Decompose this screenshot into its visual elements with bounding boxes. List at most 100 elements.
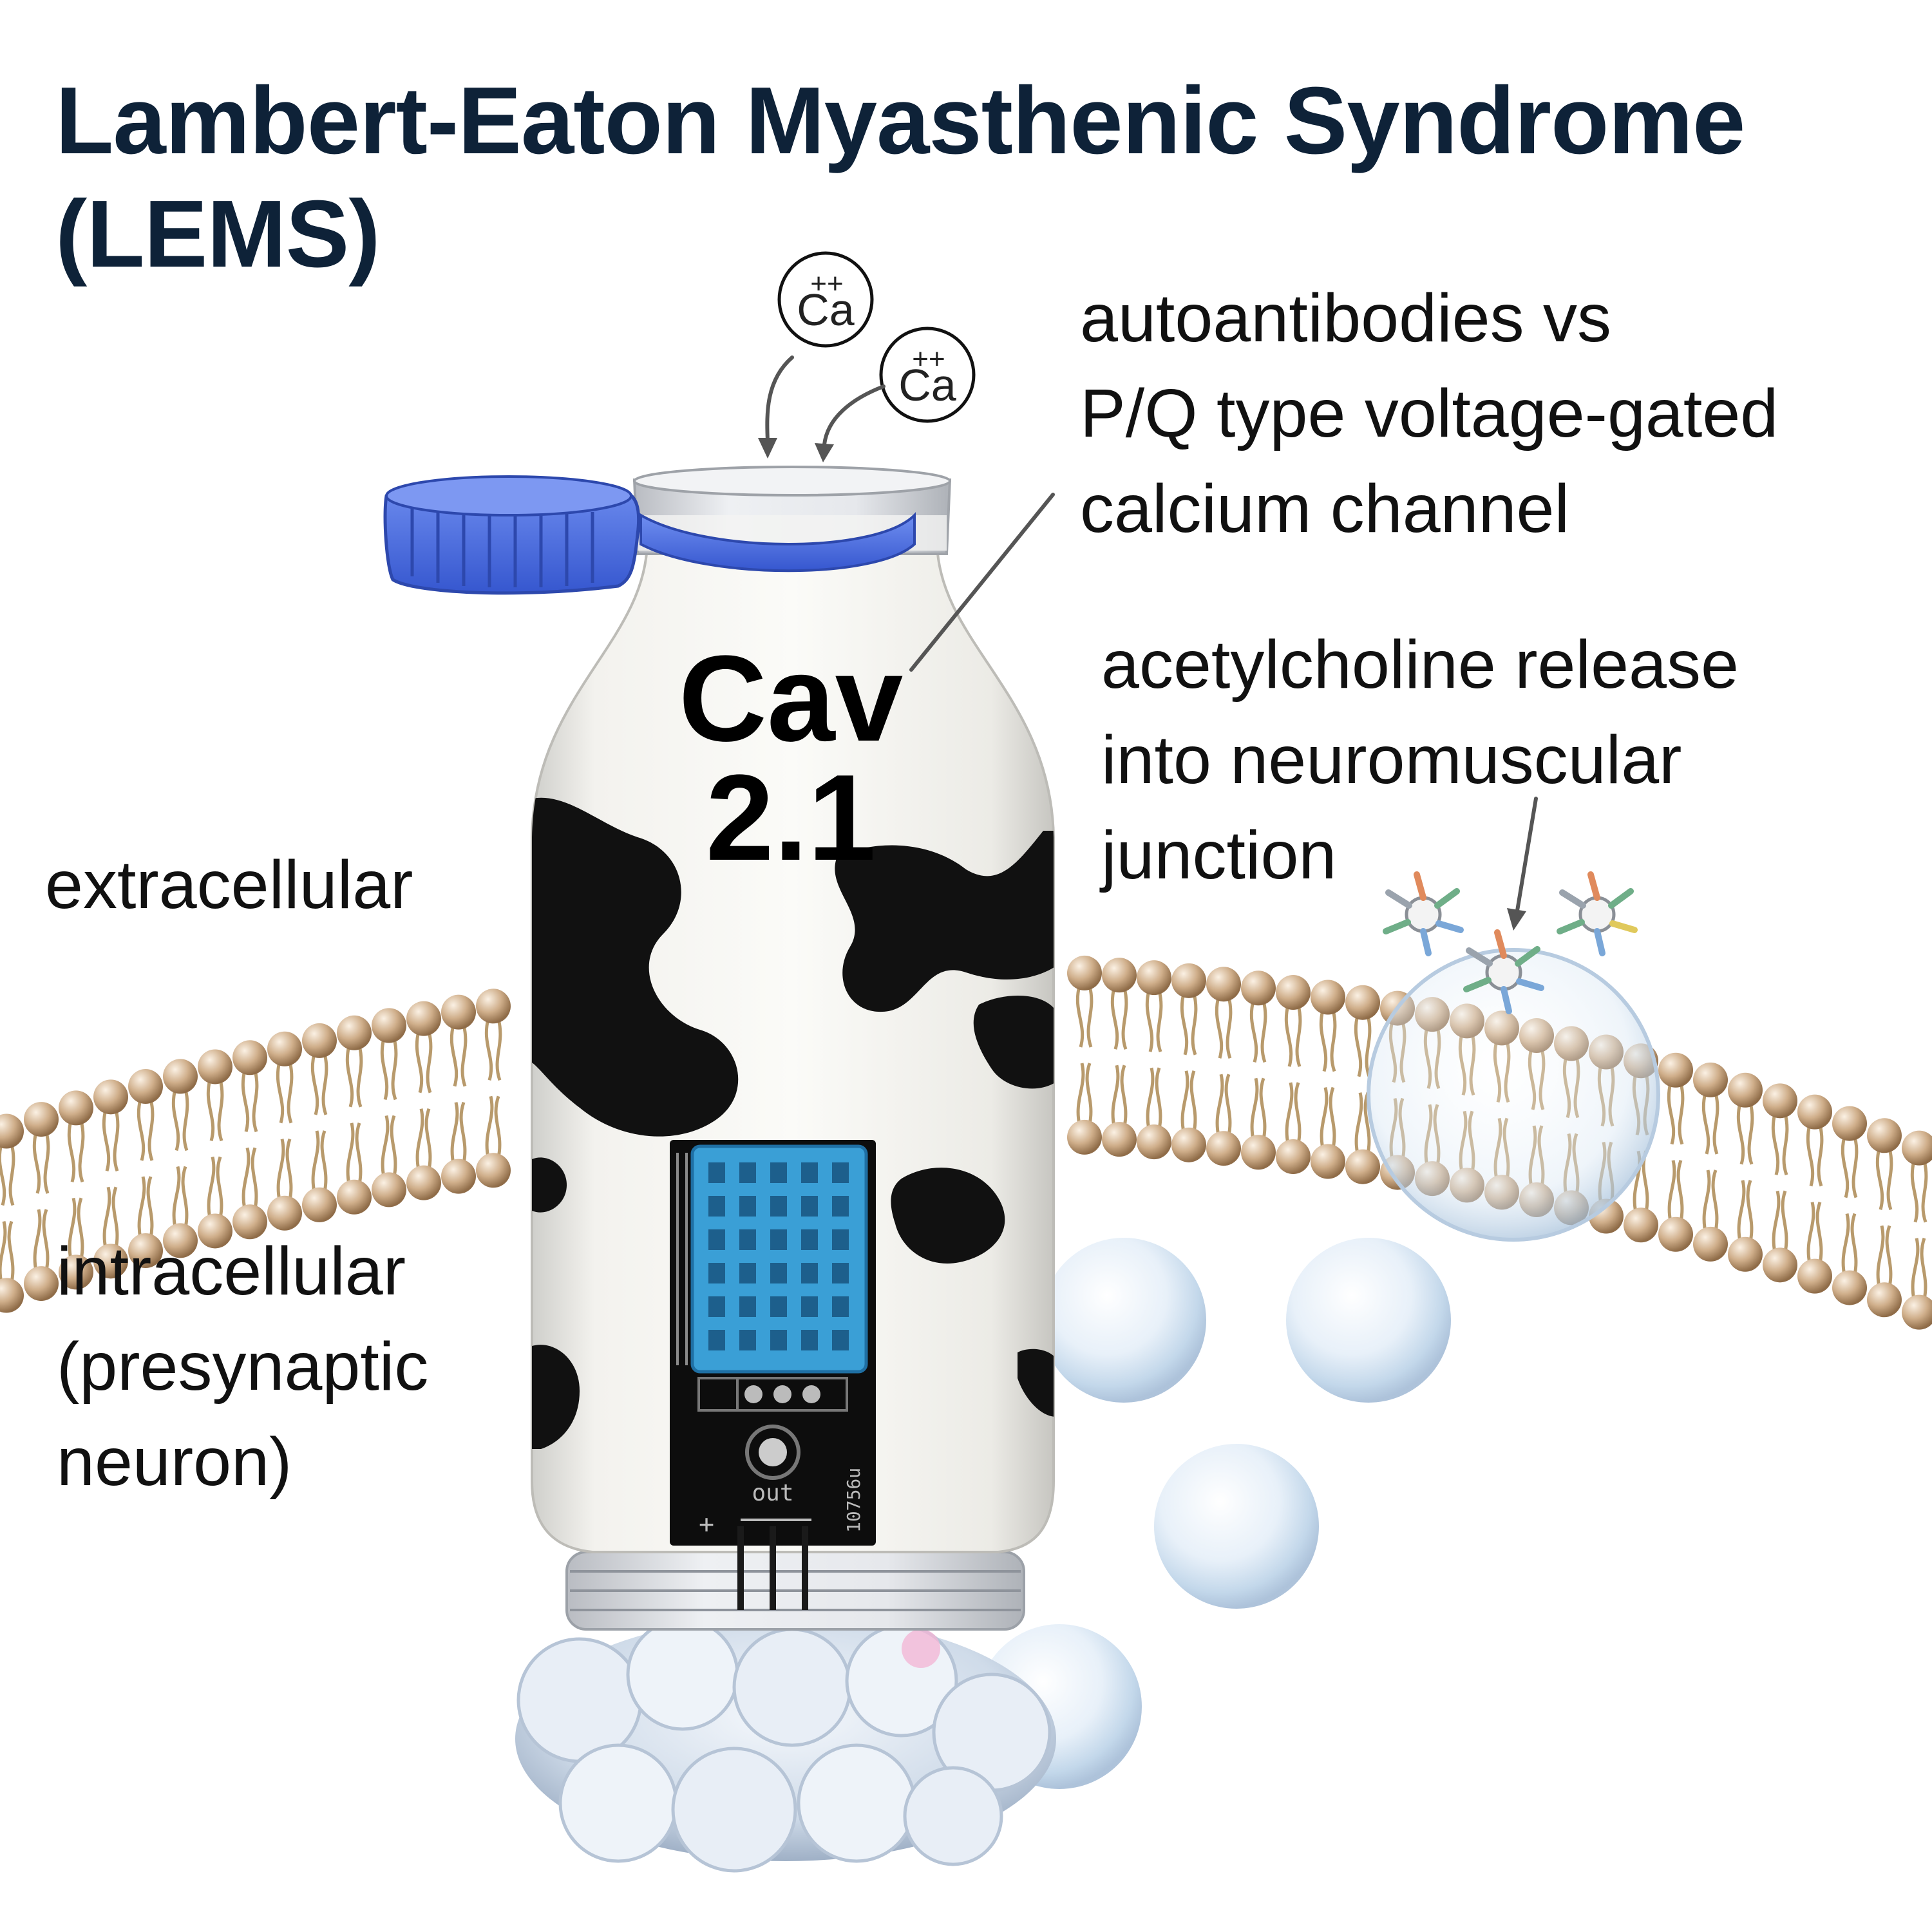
lipid-tail: [450, 1025, 468, 1164]
lipid-head: [1067, 1119, 1102, 1155]
lipid-head: [163, 1059, 198, 1094]
autoantibodies-label-line-1: autoantibodies vs: [1080, 280, 1612, 356]
sensor-slot: [739, 1330, 756, 1350]
acetylcholine-label-line-3: junction: [1101, 817, 1337, 893]
lipid-tail: [241, 1070, 259, 1209]
sensor-slot: [801, 1296, 818, 1317]
calcium-influx-arrow: [822, 384, 886, 446]
sensor-slot: [739, 1296, 756, 1317]
lipid-head: [337, 1015, 372, 1050]
lipid-tail: [67, 1120, 85, 1260]
lipid-head: [24, 1102, 59, 1137]
acetylcholine-label: acetylcholine release into neuromuscular…: [1101, 617, 1739, 903]
lipid-head: [1241, 1135, 1276, 1170]
intracellular-label-line-1: intracellular: [57, 1233, 406, 1309]
lipid-tail: [1215, 996, 1233, 1136]
lipid-head: [441, 1159, 476, 1194]
lipid-tail: [1875, 1148, 1893, 1287]
lipid-tail: [1841, 1136, 1859, 1276]
lipid-head: [476, 1153, 511, 1188]
sensor-slot: [832, 1263, 849, 1283]
sensor-plus-label: +: [699, 1510, 714, 1539]
lipid-head: [198, 1213, 232, 1249]
calcium-ion-charge: ++: [810, 268, 843, 299]
lipid-head: [267, 1031, 302, 1066]
lipid-tail: [345, 1045, 363, 1185]
sensor-slot: [708, 1330, 725, 1350]
sensor-code: 10756u: [843, 1468, 864, 1533]
lipid-tail: [1771, 1113, 1789, 1253]
lipid-head: [59, 1255, 93, 1290]
lipid-head: [232, 1040, 267, 1075]
lipid-head: [302, 1187, 337, 1222]
sensor-slot: [832, 1162, 849, 1183]
lipid-head: [1867, 1282, 1902, 1318]
lipid-tail: [276, 1061, 294, 1201]
lipid-tail: [1284, 1005, 1302, 1144]
lipid-head: [1832, 1106, 1867, 1141]
lipid-head: [1137, 960, 1171, 996]
lipid-tail: [1354, 1015, 1372, 1155]
sensor-slot: [801, 1330, 818, 1350]
lipid-head: [1797, 1258, 1832, 1294]
lipid-head: [1902, 1130, 1932, 1166]
lipid-tail: [415, 1031, 433, 1171]
vesicle: [1286, 1238, 1451, 1403]
lipid-head: [1137, 1124, 1171, 1160]
sensor-slot: [832, 1296, 849, 1317]
lipid-tail: [1736, 1103, 1754, 1242]
lipid-tail: [137, 1099, 155, 1238]
sensor-slot: [770, 1263, 787, 1283]
lipid-tail: [32, 1132, 50, 1271]
sensor-slot: [801, 1162, 818, 1183]
calcium-influx-arrow: [765, 355, 794, 443]
lipid-head: [1902, 1294, 1932, 1330]
lipid-head: [93, 1079, 128, 1115]
lipid-tail: [484, 1018, 502, 1158]
lipid-head: [128, 1233, 163, 1269]
lipid-head: [1624, 1208, 1658, 1243]
sensor-slot: [739, 1196, 756, 1217]
intracellular-label-line-3: neuron): [57, 1424, 292, 1500]
sensor-slot: [708, 1263, 725, 1283]
lipid-head: [372, 1008, 406, 1043]
lipid-head: [1693, 1062, 1728, 1097]
lipid-head: [1728, 1236, 1763, 1272]
lipid-head: [1206, 967, 1241, 1002]
lipid-tail: [206, 1079, 224, 1218]
sensor-slot: [708, 1229, 725, 1250]
calcium-ion-symbol: Ca: [797, 285, 855, 335]
sensor-slot: [708, 1162, 725, 1183]
bottle-thread: [565, 1551, 1025, 1631]
lipid-tail: [1110, 987, 1128, 1127]
sensor-slot: [832, 1196, 849, 1217]
lipid-head: [1693, 1226, 1728, 1262]
sensor-slot: [801, 1229, 818, 1250]
sensor-slot: [739, 1229, 756, 1250]
sensor-slot: [739, 1162, 756, 1183]
autoantibodies-label-line-2: P/Q type voltage-gated: [1080, 375, 1779, 451]
lipid-head: [0, 1113, 24, 1149]
lipid-head: [1345, 985, 1380, 1020]
acetylcholine-label-line-2: into neuromuscular: [1101, 722, 1682, 798]
lipid-tail: [102, 1109, 120, 1249]
lipid-tail: [1145, 990, 1163, 1130]
autoantibody-pointer-line: [909, 493, 1055, 672]
lipid-head: [406, 1001, 441, 1036]
sensor-slot: [708, 1196, 725, 1217]
calcium-ion-charge: ++: [912, 343, 945, 375]
vesicle: [1041, 1238, 1206, 1403]
lipid-head: [372, 1172, 406, 1208]
lipid-head: [302, 1023, 337, 1058]
acetylcholine-molecule: [1557, 871, 1638, 956]
extracellular-label: extracellular: [45, 847, 413, 923]
lipid-head: [1276, 975, 1311, 1010]
sensor-slot: [770, 1162, 787, 1183]
lipid-head: [93, 1244, 128, 1279]
lipid-head: [1763, 1247, 1797, 1283]
lipid-tail: [1806, 1124, 1824, 1264]
calcium-ion-symbol: Ca: [898, 360, 956, 410]
lipid-tail: [380, 1037, 398, 1177]
